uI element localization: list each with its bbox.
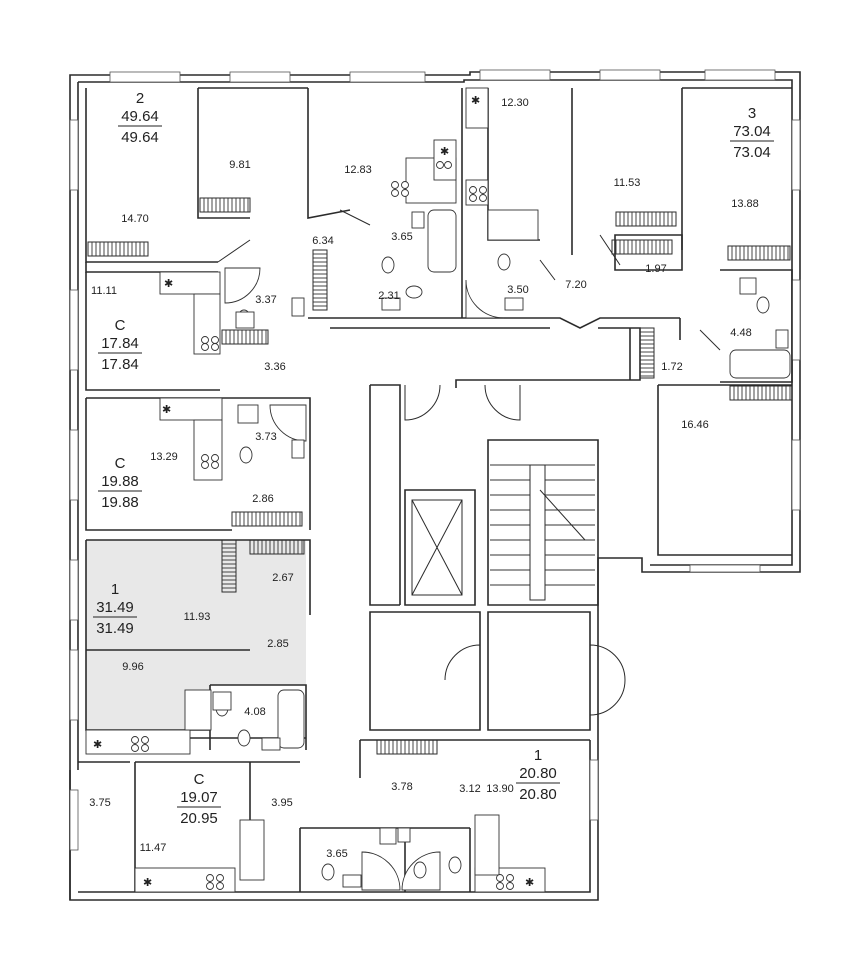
fixtures (85, 87, 791, 893)
unit-area-living: 20.80 (519, 786, 557, 803)
room-area-label: 4.48 (730, 327, 751, 339)
elevator (411, 499, 463, 596)
room-area-label: 3.12 (459, 783, 480, 795)
room-area-label: 16.46 (681, 419, 709, 431)
unit-area-total: 31.49 (96, 599, 134, 616)
room-area-label: 1.72 (661, 361, 682, 373)
vent-markers: ✱ ✱ ✱ ✱ ✱ ✱ ✱ (93, 95, 534, 889)
room-area-label: 2.85 (267, 638, 288, 650)
room-area-label: 13.90 (486, 783, 514, 795)
unit-type: С (115, 455, 126, 472)
room-area-label: 3.65 (326, 848, 347, 860)
room-area-label: 14.70 (121, 213, 149, 225)
unit-area-total: 19.07 (180, 789, 218, 806)
unit-type: 2 (136, 90, 144, 107)
room-area-label: 13.29 (150, 451, 178, 463)
unit-area-living: 20.95 (180, 810, 218, 827)
unit-area-living: 31.49 (96, 620, 134, 637)
room-area-label: 2.86 (252, 493, 273, 505)
unit-area-living: 49.64 (121, 129, 159, 146)
unit-type: 1 (534, 747, 542, 764)
stair (490, 464, 595, 601)
unit-type: 1 (111, 581, 119, 598)
hatch-block (615, 211, 677, 227)
interior-walls (78, 87, 792, 892)
room-area-label: 12.83 (344, 164, 372, 176)
stair-well (529, 464, 546, 601)
room-area-label: 11.93 (184, 611, 211, 623)
room-area-label: 3.50 (507, 284, 528, 296)
unit-area-total: 20.80 (519, 765, 557, 782)
room-area-label: 1.97 (645, 263, 666, 275)
unit-label: С19.07 20.95 (177, 771, 221, 827)
hatch-block (87, 241, 149, 257)
svg-text:✱: ✱ (164, 278, 173, 290)
room-area-label: 7.20 (565, 279, 586, 291)
windows (69, 69, 801, 851)
hatch-block (249, 539, 305, 555)
room-area-label: 3.73 (255, 431, 276, 443)
room-area-label: 9.81 (229, 159, 250, 171)
hatch-block (376, 739, 438, 755)
unit-area-total: 49.64 (121, 108, 159, 125)
unit-type: С (194, 771, 205, 788)
svg-text:✱: ✱ (471, 95, 480, 107)
hatch-blocks (87, 197, 793, 755)
unit3-walls (614, 234, 793, 556)
unit-area-living: 73.04 (733, 144, 771, 161)
doors (217, 209, 721, 716)
hatch-block (231, 511, 303, 527)
hatch-block (727, 245, 791, 261)
svg-text:✱: ✱ (143, 877, 152, 889)
unit-area-total: 73.04 (733, 123, 771, 140)
room-area-label: 2.67 (272, 572, 293, 584)
hatch-block (639, 327, 655, 379)
room-area-label: 3.37 (255, 294, 276, 306)
room-area-label: 13.88 (731, 198, 759, 210)
hatch-block (729, 385, 793, 401)
svg-text:✱: ✱ (525, 877, 534, 889)
room-area-label: 11.47 (140, 842, 167, 854)
svg-text:✱: ✱ (93, 739, 102, 751)
unit-area-total: 17.84 (101, 335, 139, 352)
svg-text:✱: ✱ (162, 404, 171, 416)
unit-type: С (115, 317, 126, 334)
hatch-block (199, 197, 251, 213)
room-area-label: 3.75 (89, 797, 110, 809)
unit-type: 3 (748, 105, 756, 122)
room-area-label: 11.53 (614, 177, 641, 189)
hatch-block (312, 249, 328, 311)
unit-area-living: 19.88 (101, 494, 139, 511)
hatch-block (221, 329, 269, 345)
room-area-label: 3.65 (391, 231, 412, 243)
room-area-label: 3.36 (264, 361, 285, 373)
room-area-label: 4.08 (244, 706, 265, 718)
svg-text:✱: ✱ (440, 146, 449, 158)
hatch-block (611, 239, 673, 255)
room-area-label: 3.95 (271, 797, 292, 809)
room-area-label: 12.30 (501, 97, 529, 109)
room-area-label: 2.31 (378, 290, 399, 302)
unit-area-living: 17.84 (101, 356, 139, 373)
hatch-block (221, 539, 237, 593)
room-area-label: 6.34 (312, 235, 333, 247)
room-area-label: 9.96 (122, 661, 143, 673)
unit-area-total: 19.88 (101, 473, 139, 490)
stair-arrow (539, 489, 586, 541)
room-area-label: 3.78 (391, 781, 412, 793)
room-area-label: 11.11 (91, 285, 117, 297)
